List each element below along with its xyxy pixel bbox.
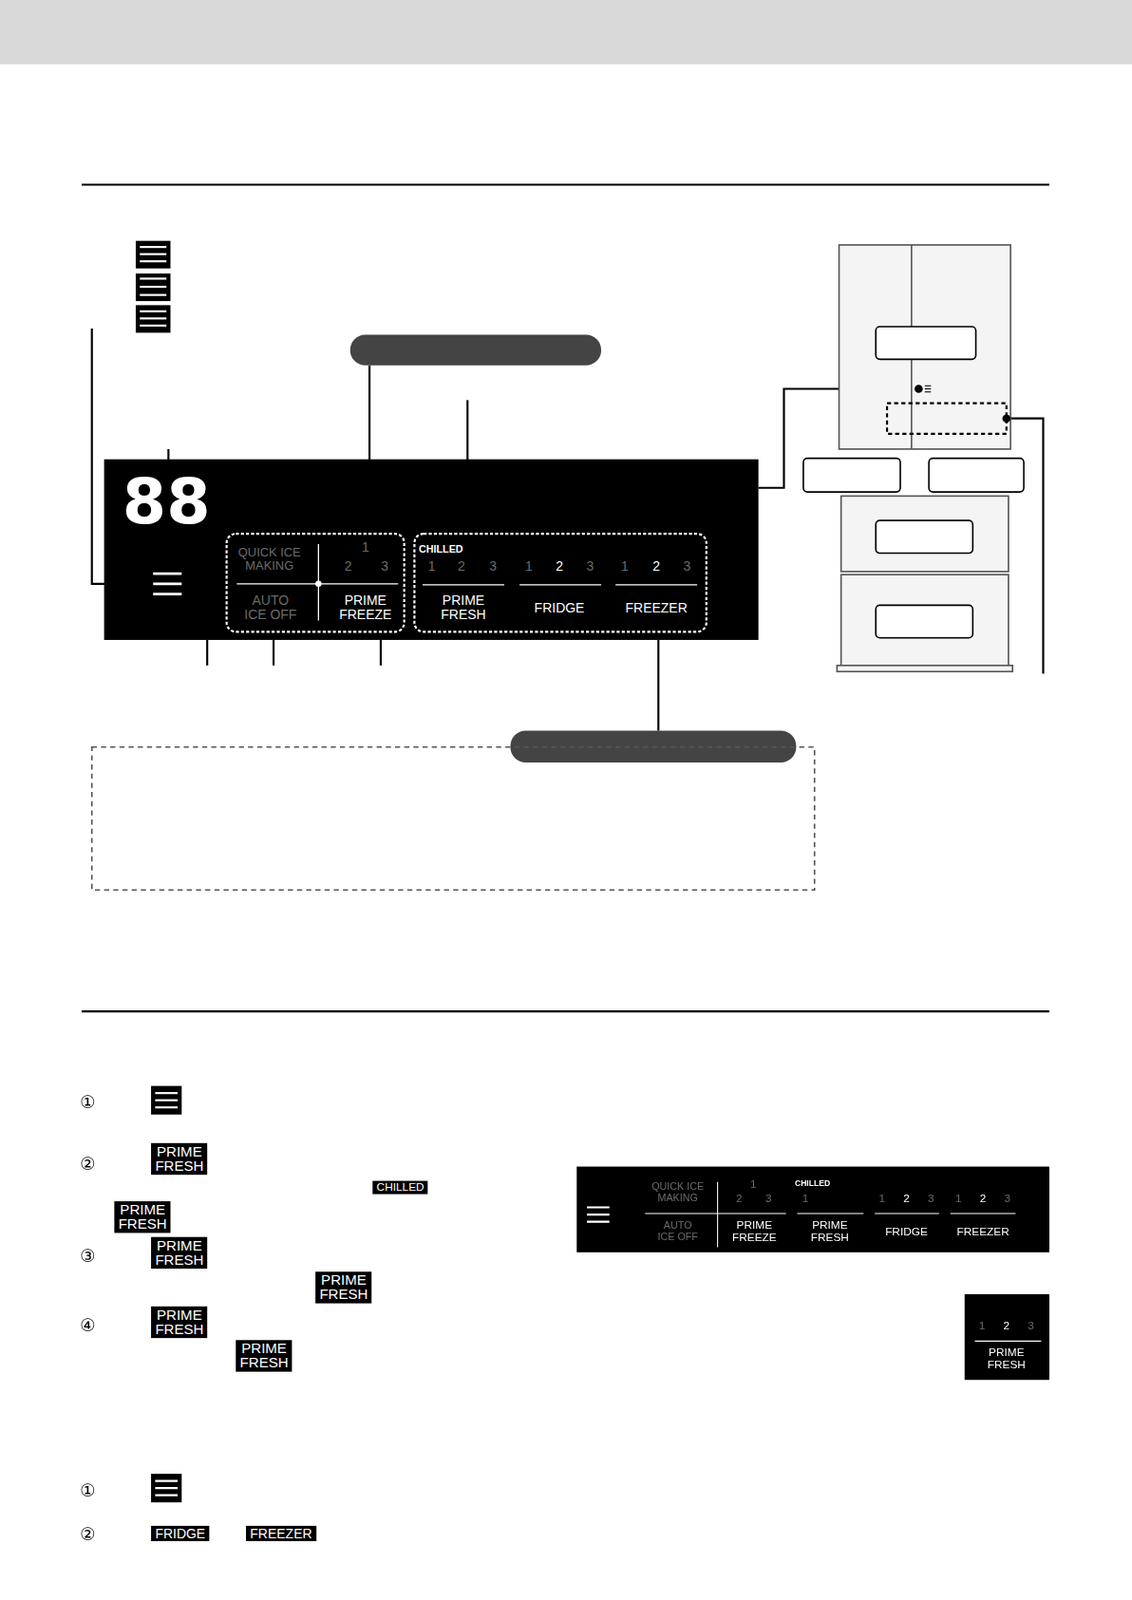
button-icon: PRIME FRESH	[315, 1271, 373, 1303]
panel-text: 3	[1027, 1320, 1035, 1333]
panel-text: PRIME FRESH	[805, 1218, 855, 1244]
panel-text: 2	[652, 559, 661, 574]
panel-text: 1	[361, 541, 370, 556]
icon-text: PRIME FRESH	[154, 1307, 204, 1338]
button-icon: PRIME FRESH	[150, 1306, 208, 1339]
panel-text: 1	[955, 1191, 963, 1205]
icon-text: FRIDGE	[154, 1527, 206, 1541]
panel-text: 3	[380, 559, 389, 574]
panel-text: 2	[555, 559, 564, 574]
panel-text: FREEZER	[625, 601, 688, 616]
panel-text: 3	[765, 1191, 773, 1205]
panel-text: QUICK ICE MAKING	[232, 546, 306, 573]
panel-text: CHILLED	[794, 1179, 831, 1189]
panel-text: PRIME FRESH	[433, 593, 493, 623]
icon-text: PRIME FRESH	[118, 1202, 168, 1232]
panel-text: 3	[1004, 1191, 1012, 1205]
button-icon: PRIME FRESH	[113, 1201, 171, 1233]
button-icon: CHILLED	[372, 1181, 429, 1195]
icon-text: PRIME FRESH	[240, 1340, 289, 1371]
panel-text: 1	[525, 559, 533, 574]
icon-text: CHILLED	[377, 1182, 425, 1194]
control-panel: 88QUICK ICE MAKING123AUTO ICE OFFPRIME F…	[104, 459, 759, 641]
panel-text: 1	[750, 1177, 757, 1190]
panel-text: 1	[621, 559, 629, 574]
panel-text: 1	[802, 1191, 810, 1205]
panel-text: 88	[122, 467, 211, 537]
panel-text: 3	[489, 559, 497, 574]
panel-text: FRIDGE	[885, 1225, 928, 1238]
panel-text: PRIME FREEZE	[336, 593, 396, 623]
panel-text: 2	[735, 1191, 743, 1205]
panel-text: PRIME FREEZE	[730, 1218, 780, 1244]
button-icon: PRIME FRESH	[150, 1237, 208, 1269]
control-panel: QUICK ICE MAKING123AUTO ICE OFFPRIME FRE…	[576, 1167, 1050, 1253]
panel-text: 1	[878, 1191, 886, 1205]
panel-text: 2	[1003, 1320, 1011, 1333]
panel-text: AUTO ICE OFF	[244, 593, 298, 623]
icon-text: PRIME FRESH	[154, 1238, 204, 1268]
panel-text: 2	[903, 1191, 910, 1205]
icon-text: PRIME FRESH	[319, 1272, 368, 1302]
panel-text: FREEZER	[956, 1225, 1009, 1238]
panel-text: 1	[428, 559, 436, 574]
panel-text: FRIDGE	[534, 601, 585, 616]
panel-text: 2	[457, 559, 466, 574]
step-number: ①	[79, 1092, 95, 1113]
panel-text: 3	[682, 559, 691, 574]
panel-text: AUTO ICE OFF	[656, 1219, 699, 1243]
panel-text: 1	[979, 1320, 986, 1333]
panel-text: 3	[927, 1191, 935, 1205]
panel-text: PRIME FRESH	[981, 1346, 1032, 1372]
panel-text: CHILLED	[418, 543, 464, 555]
button-icon: PRIME FRESH	[150, 1143, 208, 1175]
button-icon: FREEZER	[245, 1526, 317, 1542]
panel-text: 2	[344, 559, 353, 574]
button-icon: PRIME FRESH	[235, 1339, 293, 1372]
step-number: ③	[79, 1245, 95, 1265]
step-number: ④	[79, 1314, 95, 1335]
control-panel: 1 2 3PRIME FRESH	[964, 1294, 1050, 1380]
step-number: ①	[79, 1480, 95, 1501]
step-number: ②	[79, 1153, 95, 1174]
panel-text: 3	[585, 559, 594, 574]
panel-text: QUICK ICE MAKING	[648, 1181, 708, 1205]
button-icon: FRIDGE	[150, 1526, 209, 1542]
panel-text: 2	[980, 1191, 987, 1205]
icon-text: FREEZER	[249, 1527, 312, 1541]
step-number: ②	[79, 1524, 95, 1545]
icon-text: PRIME FRESH	[154, 1144, 204, 1174]
